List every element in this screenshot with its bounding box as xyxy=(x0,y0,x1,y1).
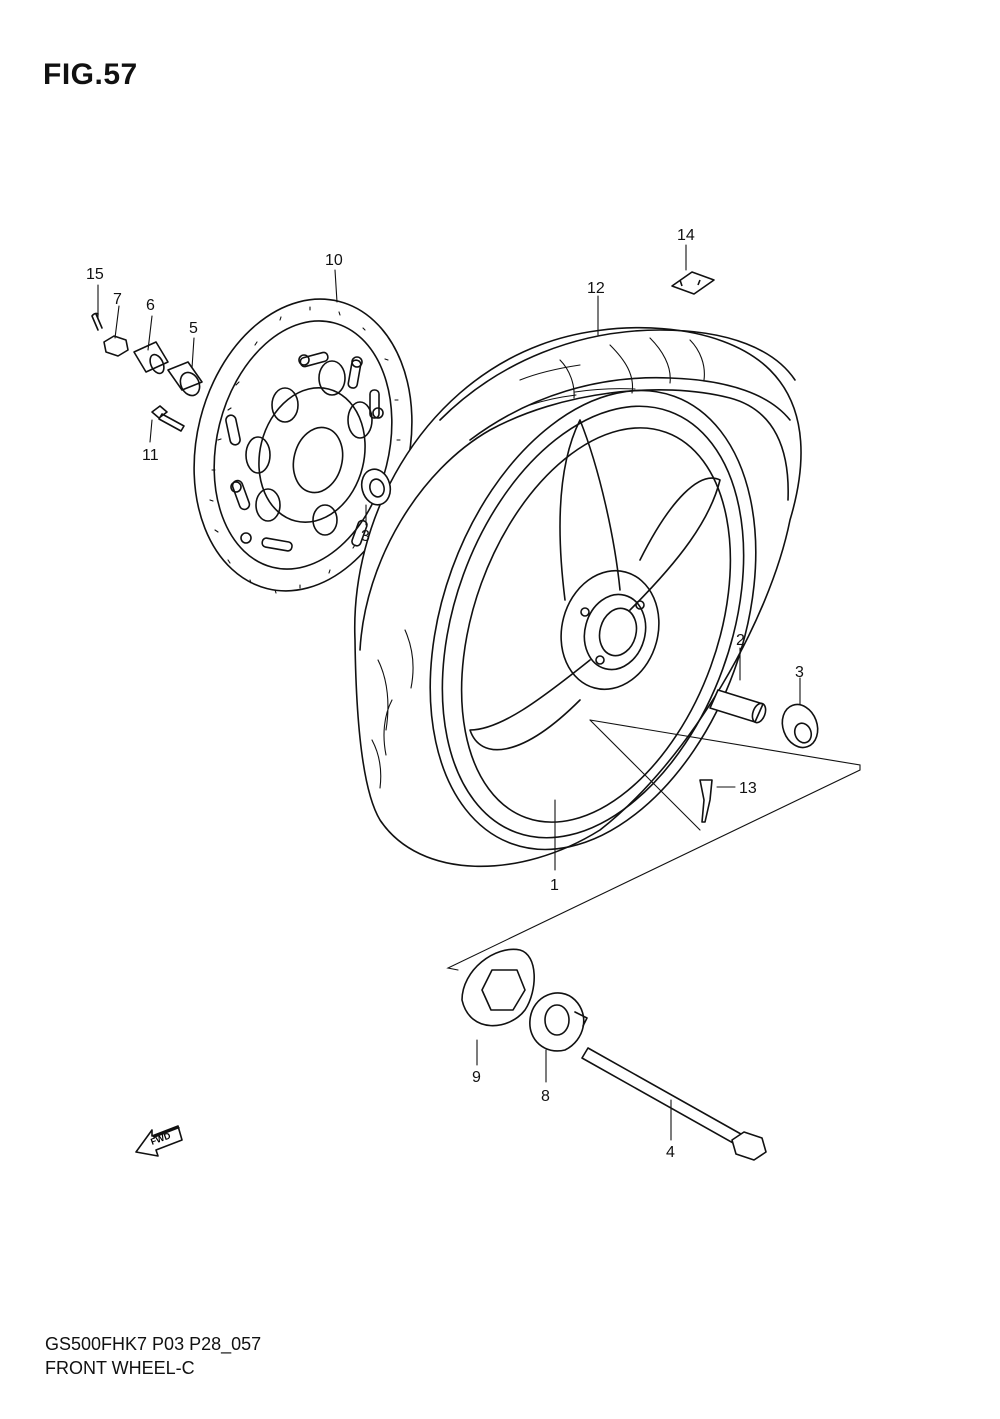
diagram-name: FRONT WHEEL-C xyxy=(45,1358,195,1378)
bearing-right[interactable] xyxy=(777,700,824,753)
axle-spacer[interactable] xyxy=(709,689,764,723)
disc-bolt[interactable] xyxy=(151,405,185,432)
leader-lines xyxy=(97,244,801,1141)
collar[interactable] xyxy=(167,361,203,391)
callout-12: 12 xyxy=(587,280,605,297)
dust-seal[interactable] xyxy=(461,948,535,1027)
callout-13: 13 xyxy=(739,780,757,797)
callout-3-right: 3 xyxy=(795,664,804,681)
wheel-assembly[interactable] xyxy=(354,327,816,895)
tire-valve[interactable] xyxy=(699,779,713,823)
figure-title: FIG.57 xyxy=(43,58,138,91)
callout-5: 5 xyxy=(189,320,198,337)
assembly-bracket xyxy=(446,719,861,971)
callout-1: 1 xyxy=(550,877,559,894)
callout-4: 4 xyxy=(666,1144,675,1161)
balance-weight[interactable] xyxy=(671,271,715,295)
callout-10: 10 xyxy=(325,252,343,269)
exploded-parts-diagram: 1 2 3 3 4 5 6 7 8 9 10 11 12 13 14 15 FW… xyxy=(86,227,861,1161)
castle-nut[interactable] xyxy=(103,335,129,357)
front-axle[interactable] xyxy=(581,1047,749,1149)
callout-8: 8 xyxy=(541,1088,550,1105)
callout-9: 9 xyxy=(472,1069,481,1086)
callout-15: 15 xyxy=(86,266,104,283)
diagram-code: GS500FHK7 P03 P28_057 xyxy=(45,1334,262,1354)
callout-14: 14 xyxy=(677,227,695,244)
callout-3-upper: 3 xyxy=(361,528,370,545)
speedometer-gearbox[interactable] xyxy=(529,992,588,1052)
fwd-arrow-icon: FWD xyxy=(135,1125,183,1157)
bearing-upper[interactable] xyxy=(358,466,394,508)
callout-11: 11 xyxy=(142,447,159,464)
callout-6: 6 xyxy=(146,297,155,314)
callout-7: 7 xyxy=(113,291,122,308)
cotter-pin[interactable] xyxy=(91,312,103,331)
callout-2: 2 xyxy=(736,632,745,649)
